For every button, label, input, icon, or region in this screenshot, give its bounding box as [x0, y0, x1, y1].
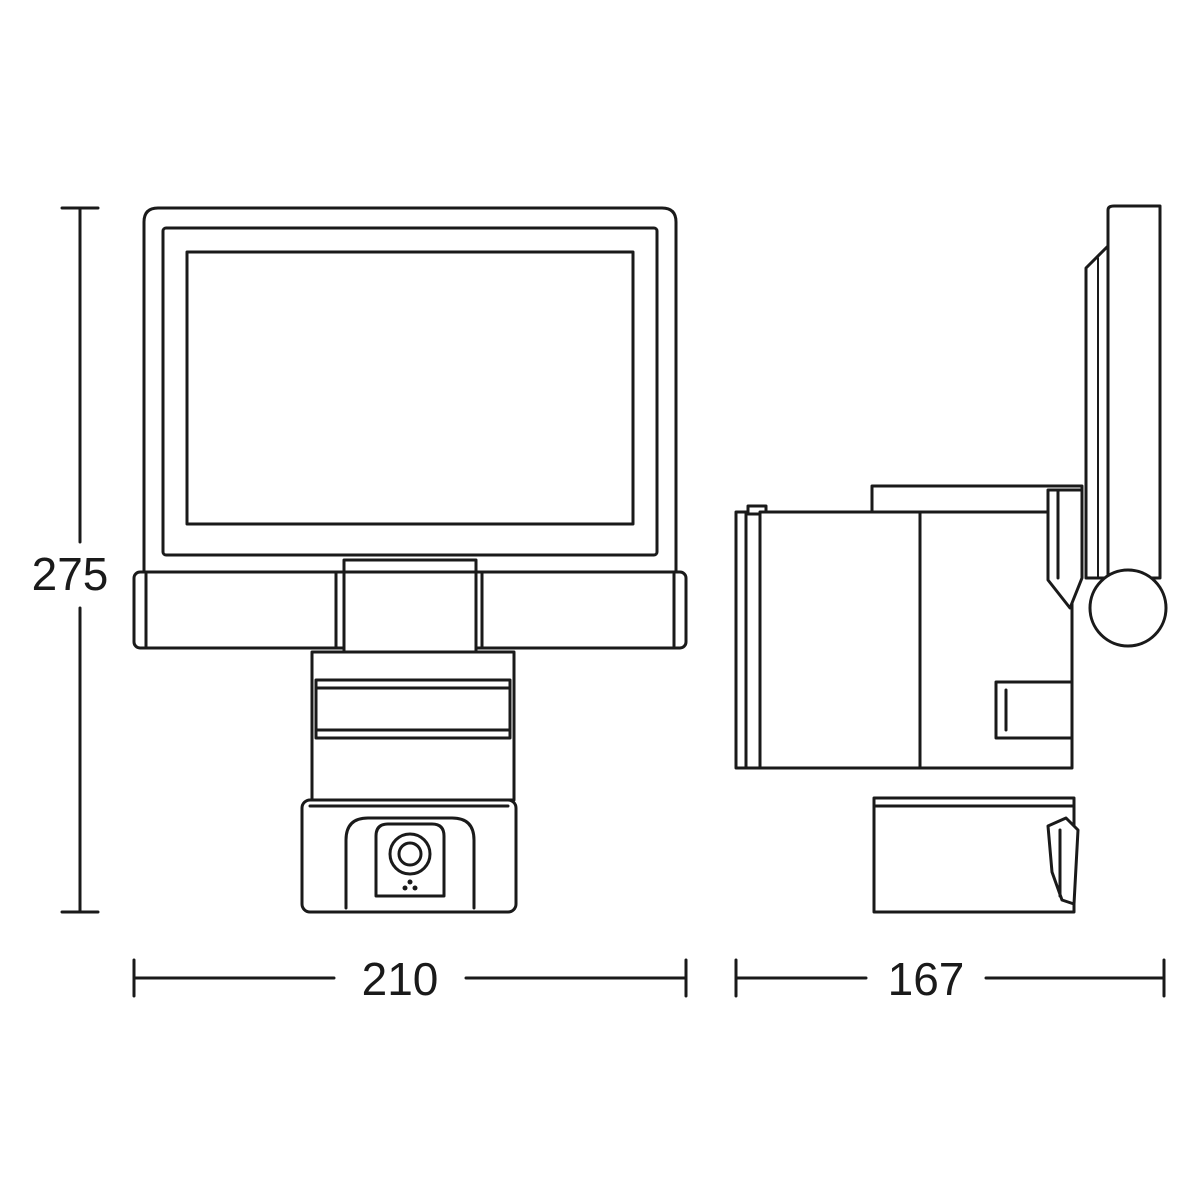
- side-floodlight-panel: [1084, 204, 1162, 580]
- side-panel-outer: [1106, 204, 1162, 580]
- front-body: [310, 650, 516, 802]
- camera-lens-icon: [388, 832, 432, 876]
- led-window: [185, 250, 635, 526]
- front-view: [132, 206, 688, 914]
- front-floodlight-panel: [142, 206, 678, 574]
- body-outline: [310, 650, 516, 802]
- sensor-dot-right: [412, 885, 418, 891]
- side-housing-front: [758, 510, 922, 770]
- joint-cover: [342, 558, 478, 654]
- sensor-dot-left: [402, 885, 408, 891]
- sensor-dot-top: [407, 879, 413, 885]
- side-sensor-window: [994, 680, 1074, 740]
- side-wall-plate: [734, 510, 762, 770]
- side-depth-label: 167: [888, 953, 965, 1005]
- side-depth-dimension: 167: [734, 953, 1166, 1005]
- side-camera-lens-housing: [1046, 816, 1080, 906]
- side-housing: [734, 504, 1074, 770]
- height-dimension: 275: [32, 206, 109, 914]
- front-mounting-bar: [132, 558, 688, 654]
- camera-bezel: [344, 816, 476, 910]
- side-camera-body: [872, 796, 1076, 914]
- side-camera-module: [872, 796, 1080, 914]
- side-wall-plate-clip: [746, 504, 768, 516]
- front-width-dimension: 210: [132, 953, 688, 1005]
- panel-outer-frame: [142, 206, 678, 574]
- front-camera-module: [300, 798, 518, 914]
- camera-head: [374, 822, 446, 898]
- side-arm-bracket: [1046, 488, 1168, 648]
- camera-module-outline: [300, 798, 518, 914]
- pivot-knob: [1088, 568, 1168, 648]
- body-window-outer: [314, 678, 512, 740]
- height-label: 275: [32, 548, 109, 600]
- panel-inner-frame: [161, 226, 659, 557]
- camera-lens-inner: [397, 841, 423, 867]
- front-width-label: 210: [362, 953, 439, 1005]
- side-view: [734, 204, 1168, 914]
